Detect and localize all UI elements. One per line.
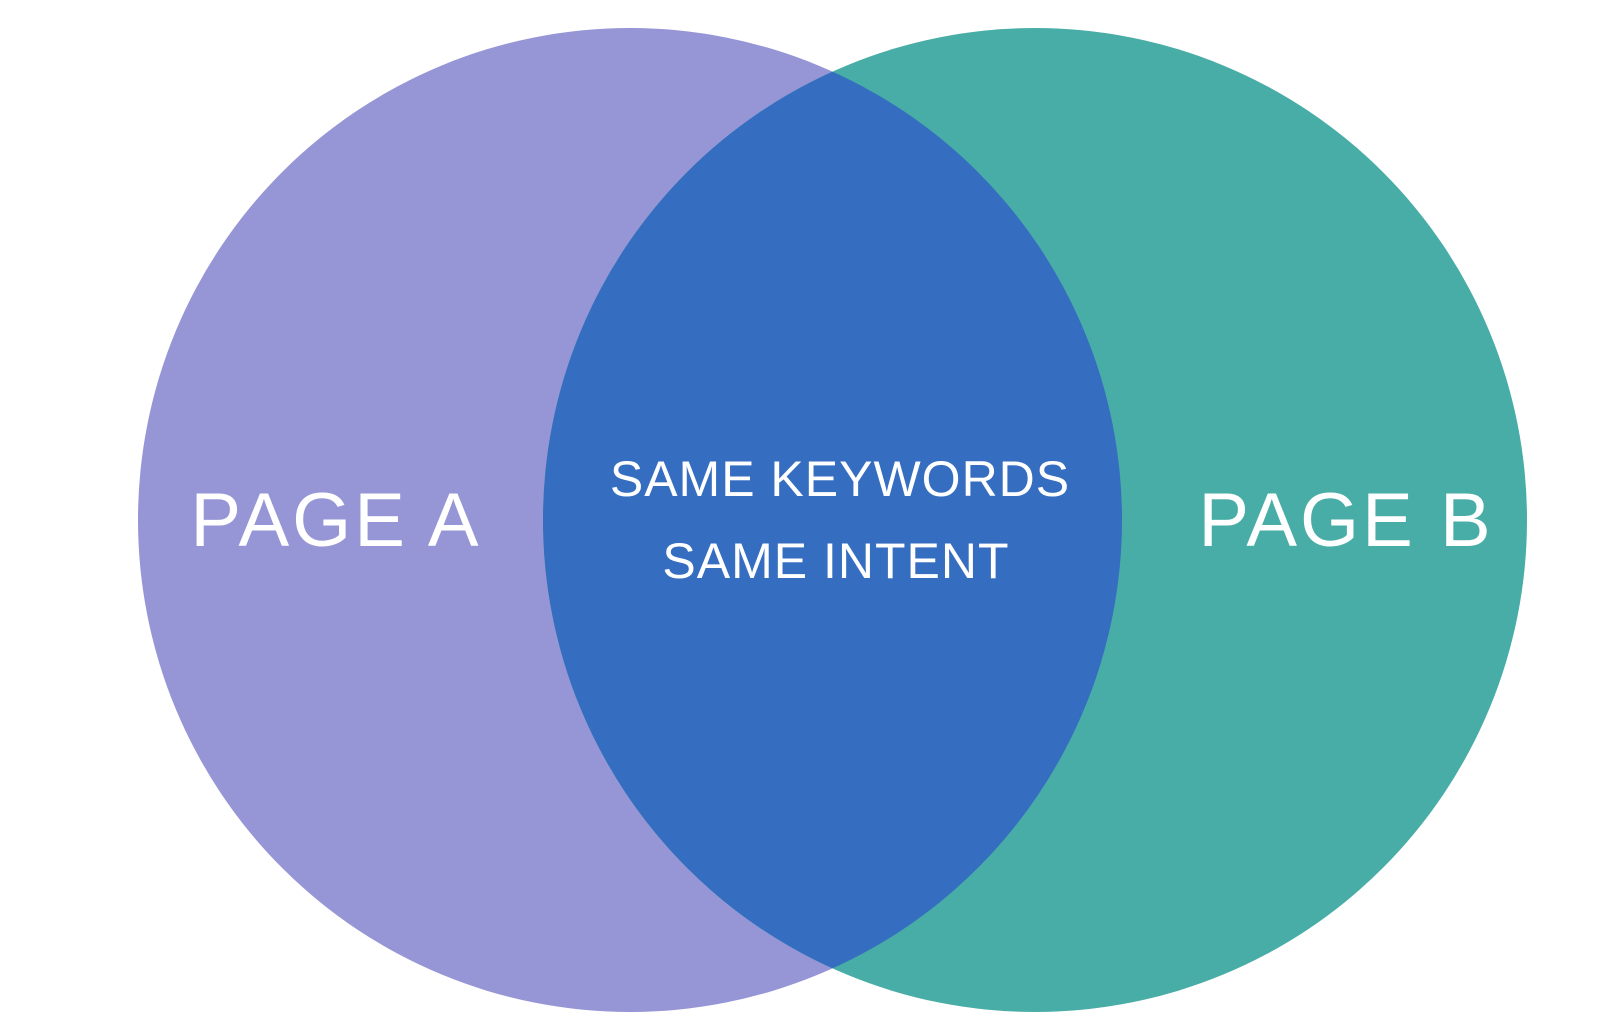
page-a-label: PAGE A: [190, 478, 481, 563]
overlap-label-line-2: SAME INTENT: [662, 533, 1009, 589]
overlap-region: [543, 28, 1122, 1012]
overlap-label-line-1: SAME KEYWORDS: [610, 451, 1070, 507]
page-b-label: PAGE B: [1198, 478, 1493, 563]
